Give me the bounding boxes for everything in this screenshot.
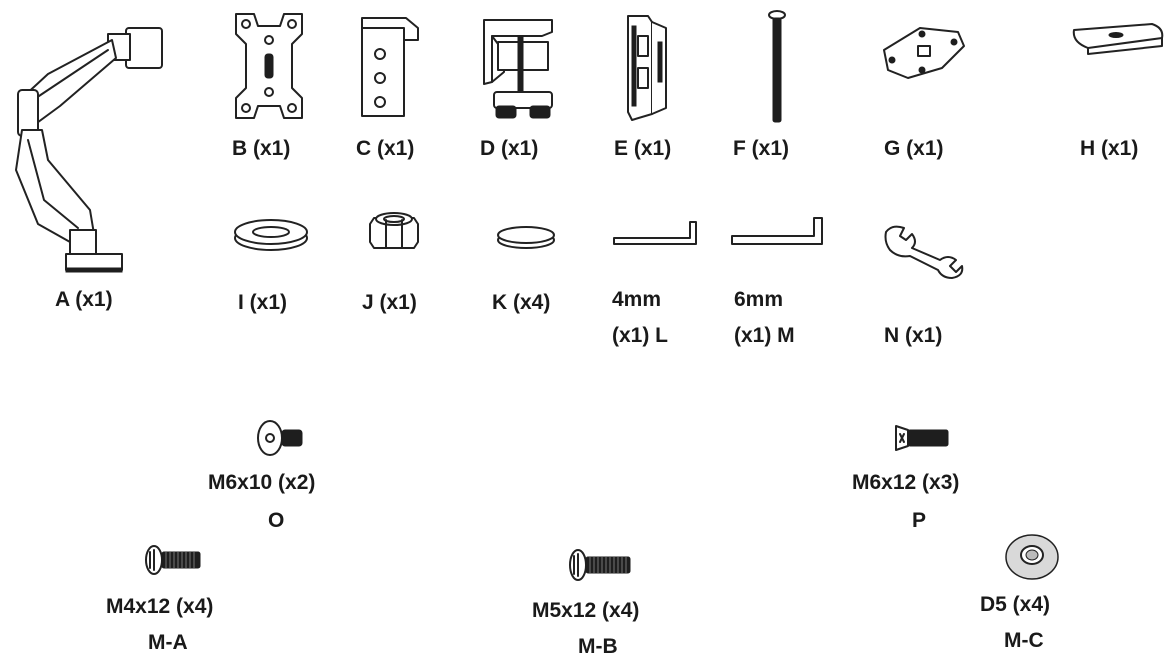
allen-key-4mm-icon: [610, 216, 700, 256]
part-c-label: C (x1): [356, 136, 414, 162]
washer-d5-icon: [1000, 530, 1064, 584]
part-mc-label-code: M-C: [1004, 628, 1044, 654]
reinforcement-plate-icon: [880, 22, 968, 82]
washer-icon: [230, 216, 312, 256]
part-p-label-code: P: [912, 508, 926, 534]
part-o-label-code: O: [268, 508, 284, 534]
part-l-label-size: 4mm: [612, 282, 661, 318]
part-o-label-spec: M6x10 (x2): [208, 470, 315, 496]
part-mc-label-spec: D5 (x4): [980, 592, 1050, 618]
oval-plate-icon: [1068, 20, 1168, 60]
screw-m5x12-icon: [564, 546, 636, 584]
part-d-label: D (x1): [480, 136, 538, 162]
part-m-label-qty: (x1) M: [734, 318, 795, 354]
part-e-label: E (x1): [614, 136, 671, 162]
screw-m6x10-icon: [252, 418, 308, 458]
part-i-label: I (x1): [238, 290, 287, 316]
part-ma-label-spec: M4x12 (x4): [106, 594, 213, 620]
screw-m6x12-icon: [892, 420, 954, 456]
part-m-label-size: 6mm: [734, 282, 783, 318]
grommet-base-icon: [618, 12, 674, 126]
part-b-label: B (x1): [232, 136, 290, 162]
part-mb-label-spec: M5x12 (x4): [532, 598, 639, 624]
part-f-label: F (x1): [733, 136, 789, 162]
bracket-icon: [358, 12, 424, 124]
part-h-label: H (x1): [1080, 136, 1138, 162]
part-mb-label-code: M-B: [578, 634, 618, 660]
part-p-label-spec: M6x12 (x3): [852, 470, 959, 496]
part-ma-label-code: M-A: [148, 630, 188, 656]
wrench-icon: [880, 222, 966, 280]
part-g-label: G (x1): [884, 136, 944, 162]
part-j-label: J (x1): [362, 290, 417, 316]
allen-key-6mm-icon: [728, 212, 828, 256]
monitor-arm-icon: [8, 10, 168, 278]
pad-icon: [494, 222, 558, 252]
part-k-label: K (x4): [492, 290, 550, 316]
hex-nut-icon: [366, 208, 422, 252]
vesa-plate-icon: [228, 10, 310, 122]
part-n-label: N (x1): [884, 318, 942, 354]
part-l-label-qty: (x1) L: [612, 318, 668, 354]
desk-clamp-icon: [474, 12, 560, 124]
screw-m4x12-icon: [140, 542, 206, 578]
long-bolt-icon: [762, 8, 792, 126]
part-a-label: A (x1): [55, 287, 113, 313]
